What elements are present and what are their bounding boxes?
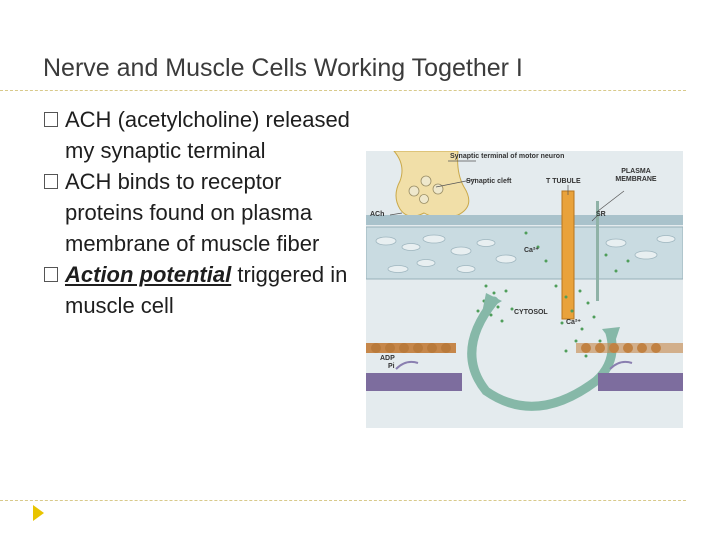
calcium-ions bbox=[476, 231, 630, 358]
label-sr: SR bbox=[596, 211, 606, 218]
title-divider bbox=[0, 90, 686, 91]
bullet-head: ACH bbox=[65, 169, 112, 194]
label-t-tubule: T TUBULE bbox=[546, 178, 581, 185]
plasma-membrane-band bbox=[366, 215, 683, 225]
slide-title: Nerve and Muscle Cells Working Together … bbox=[43, 54, 523, 82]
label-ach: ACh bbox=[370, 211, 385, 218]
bullet-text: triggered in muscle cell bbox=[65, 262, 348, 318]
sarcoplasmic-reticulum bbox=[366, 226, 683, 280]
neuron-terminal bbox=[393, 151, 470, 219]
thick-filament-left bbox=[366, 373, 462, 391]
bullet-box-icon bbox=[44, 112, 58, 127]
bullet-list: ACH (acetylcholine) released my synaptic… bbox=[44, 104, 354, 321]
label-adp: ADP bbox=[380, 355, 395, 362]
bullet-text: binds to receptor proteins found on plas… bbox=[65, 169, 320, 256]
thin-filament bbox=[366, 343, 456, 353]
thick-filament-right bbox=[598, 373, 683, 391]
bullet-item: ACH (acetylcholine) released my synaptic… bbox=[44, 104, 354, 166]
muscle-neuron-diagram: Synaptic terminal of motor neuron Synapt… bbox=[366, 151, 683, 428]
sr-cisternae bbox=[375, 234, 676, 273]
label-pi: Pi bbox=[388, 363, 395, 370]
bullet-item: ACH binds to receptor proteins found on … bbox=[44, 166, 354, 259]
label-calcium-lower: Ca²⁺ bbox=[566, 319, 581, 326]
diagram-illustration bbox=[366, 151, 683, 411]
bullet-box-icon bbox=[44, 267, 58, 282]
t-tubule bbox=[561, 190, 575, 320]
bullet-item: Action potential triggered in muscle cel… bbox=[44, 259, 354, 321]
label-synaptic-cleft: Synaptic cleft bbox=[466, 178, 512, 185]
label-calcium-upper: Ca²⁺ bbox=[524, 247, 539, 254]
bullet-head: Action potential bbox=[65, 262, 232, 287]
label-plasma-membrane: PLASMA MEMBRANE bbox=[615, 168, 657, 183]
bullet-box-icon bbox=[44, 174, 58, 189]
synaptic-vesicles bbox=[408, 175, 444, 204]
play-arrow-icon[interactable] bbox=[33, 505, 44, 521]
label-cytosol: CYTOSOL bbox=[514, 309, 548, 316]
calcium-cycle-arrow bbox=[467, 296, 617, 411]
footer-divider bbox=[0, 500, 686, 501]
label-synaptic-terminal: Synaptic terminal of motor neuron bbox=[450, 153, 565, 160]
bullet-text: (acetylcholine) released my synaptic ter… bbox=[65, 107, 350, 163]
bullet-head: ACH bbox=[65, 107, 112, 132]
